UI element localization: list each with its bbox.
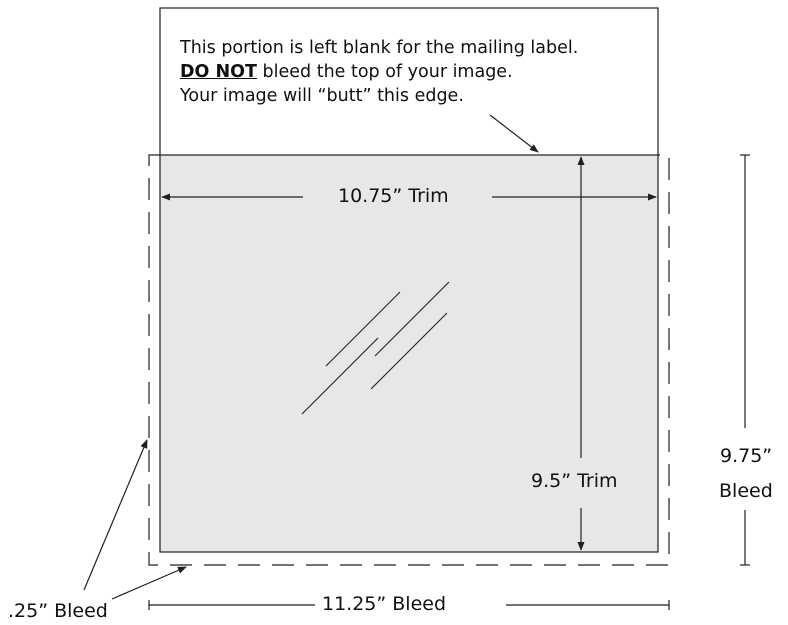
bleed-width-dimension	[148, 600, 670, 610]
bleed-width-label: 11.25” Bleed	[322, 593, 447, 615]
image-placeholder-marks	[301, 281, 450, 415]
trim-width-label: 10.75” Trim	[338, 185, 449, 207]
note-line-2-rest: bleed the top of your image.	[256, 62, 513, 82]
bleed-margin-pointer-bottom	[111, 566, 187, 600]
bleed-height-label: Bleed	[719, 480, 773, 502]
note-line-3: Your image will “butt” this edge.	[180, 86, 464, 106]
trim-height-label: 9.5” Trim	[531, 470, 618, 492]
bleed-height-dimension	[740, 154, 750, 566]
bleed-margin-label: .25” Bleed	[8, 600, 108, 622]
note-line-2: DO NOT bleed the top of your image.	[180, 60, 650, 84]
bleed-outline	[148, 154, 670, 566]
top-edge-pointer	[489, 114, 539, 153]
bleed-margin-pointer-left	[83, 439, 148, 591]
bleed-height-value: 9.75”	[720, 445, 773, 467]
note-warning: DO NOT	[180, 62, 257, 82]
note-line-1: This portion is left blank for the maili…	[180, 38, 579, 58]
image-trim-area	[159, 154, 659, 553]
mailing-label-area	[159, 7, 659, 157]
mailing-label-note: This portion is left blank for the maili…	[180, 36, 650, 108]
